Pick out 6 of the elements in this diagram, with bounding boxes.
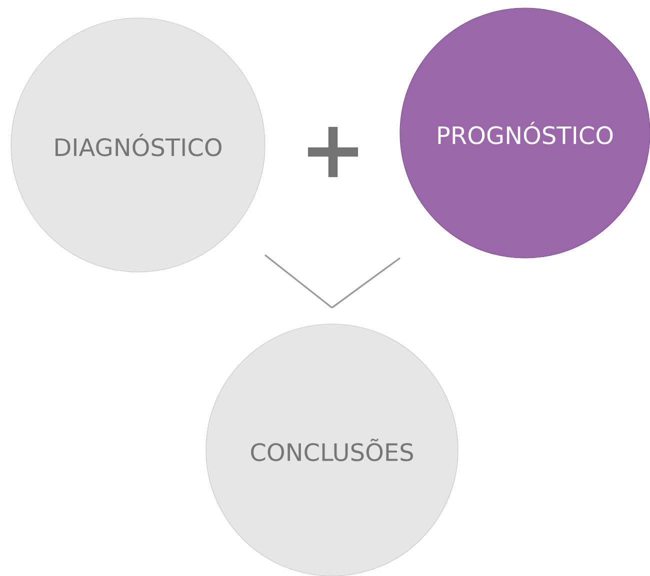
chevron-line	[264, 254, 332, 308]
circle-node: PROGNÓSTICO	[400, 8, 650, 258]
plus-sign: +	[308, 126, 358, 178]
chevron-line	[332, 257, 400, 308]
circle-node: DIAGNÓSTICO	[10, 18, 266, 272]
circle-node: CONCLUSÕES	[206, 324, 458, 576]
